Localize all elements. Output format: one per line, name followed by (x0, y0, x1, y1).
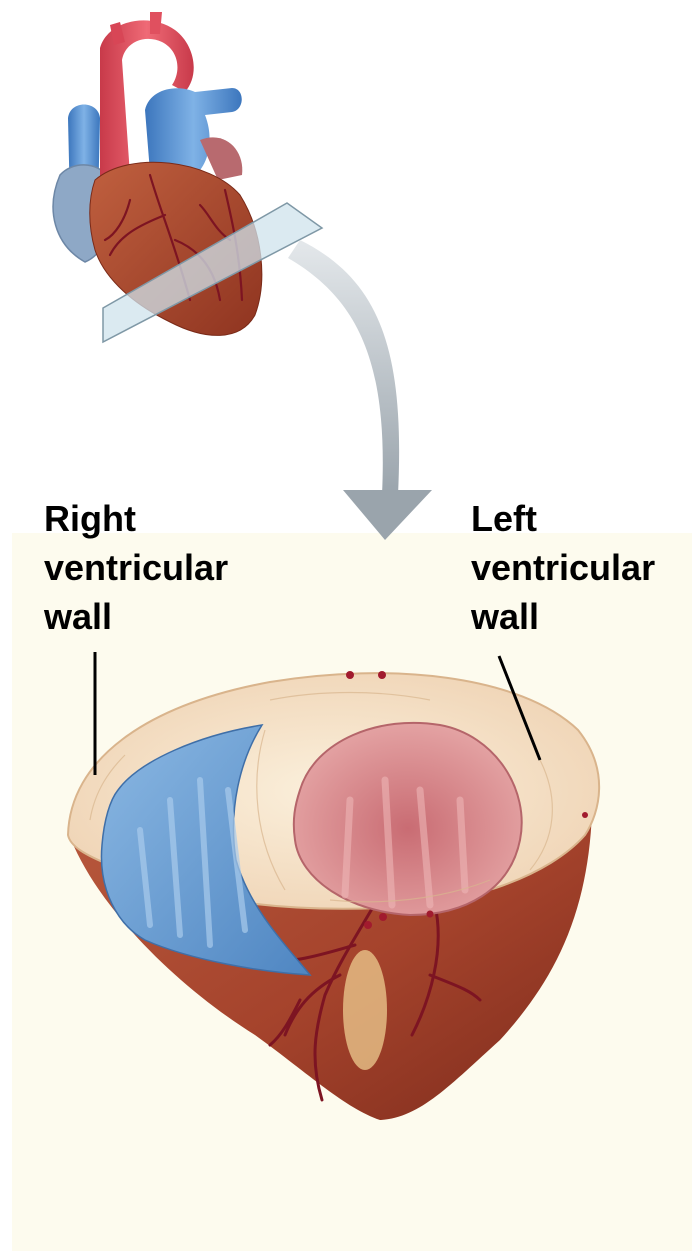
section-arrow (288, 240, 432, 540)
right-ventricular-wall-label: Right ventricular wall (44, 494, 228, 641)
aortic-branch (150, 12, 162, 34)
ventricle-cross-section (68, 671, 599, 1120)
epicardial-fat (343, 950, 387, 1070)
left-ventricular-wall-label: Left ventricular wall (471, 494, 655, 641)
left-ventricle-cavity (294, 723, 522, 915)
whole-heart-illustration (53, 12, 322, 342)
